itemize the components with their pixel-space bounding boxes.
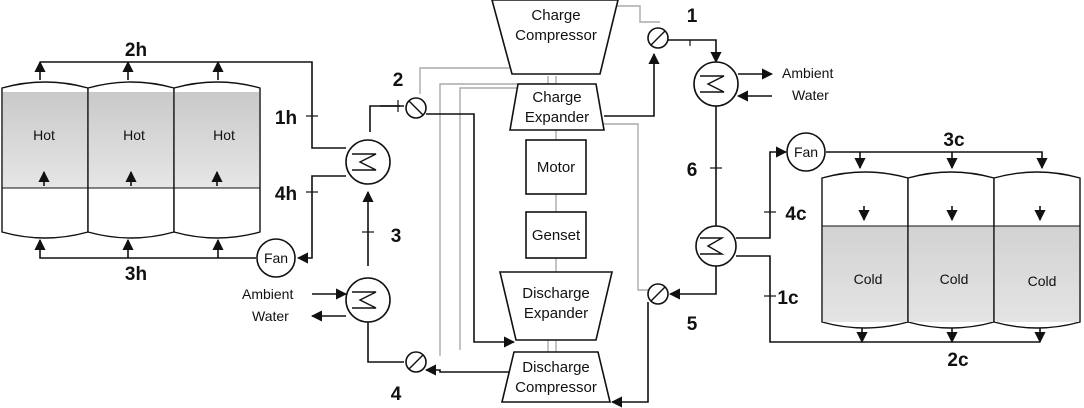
hot-tanks: Hot Hot Hot — [1, 81, 261, 239]
discharge-expander-label-1: Discharge — [522, 285, 590, 302]
heat-exchanger-ambient-right — [693, 61, 739, 107]
valve-5 — [647, 283, 669, 305]
state-label-2c: 2c — [947, 350, 969, 371]
genset-label: Genset — [532, 227, 581, 244]
state-label-5: 5 — [687, 314, 698, 335]
state-ticks — [306, 40, 776, 297]
fan-hot: Fan — [256, 238, 296, 278]
hot-tank-label: Hot — [123, 127, 145, 143]
state-label-1: 1 — [687, 6, 698, 27]
state-label-3c: 3c — [943, 130, 965, 151]
charge-compressor-label-1: Charge — [531, 7, 580, 24]
charge-compressor: Charge Compressor — [491, 0, 619, 75]
charge-compressor-label-2: Compressor — [515, 27, 597, 44]
cold-tank: Cold — [821, 171, 909, 329]
ambient-water-right-label-2: Water — [792, 87, 829, 103]
hot-tank-label: Hot — [33, 127, 55, 143]
cold-tanks: Cold Cold Cold — [821, 171, 1081, 329]
ambient-water-left: Ambient Water — [242, 286, 348, 324]
motor: Motor — [525, 139, 587, 195]
valve-4 — [405, 351, 427, 373]
state-label-3: 3 — [391, 226, 402, 247]
fan-cold-label: Fan — [794, 144, 818, 160]
discharge-compressor-label-1: Discharge — [522, 359, 590, 376]
heat-exchanger-cold — [695, 225, 737, 267]
discharge-expander-label-2: Expander — [524, 305, 588, 322]
charge-expander-label-1: Charge — [532, 89, 581, 106]
cold-tank: Cold — [907, 171, 995, 329]
working-fluid-piping — [362, 39, 722, 408]
heat-exchanger-hot — [345, 139, 391, 185]
cold-side-piping — [736, 146, 1048, 344]
state-label-1c: 1c — [777, 288, 799, 309]
hot-side-piping — [34, 60, 346, 264]
hot-tank: Hot — [87, 81, 175, 239]
hot-tank: Hot — [173, 81, 261, 239]
cold-tank-label: Cold — [940, 271, 969, 287]
state-label-3h: 3h — [125, 264, 147, 285]
hot-tank: Hot — [1, 81, 89, 239]
discharge-compressor: Discharge Compressor — [500, 351, 612, 403]
cold-tank: Cold — [993, 171, 1081, 329]
state-label-6: 6 — [687, 160, 698, 181]
ambient-water-left-label-2: Water — [252, 308, 289, 324]
hot-tank-label: Hot — [213, 127, 235, 143]
state-label-4h: 4h — [275, 184, 297, 205]
state-labels: 1 2 3 4 5 6 1h 2h 3h 4h 1c 2c 3c 4c — [125, 6, 969, 405]
valve-2 — [405, 97, 427, 119]
state-label-2h: 2h — [125, 40, 147, 61]
genset: Genset — [525, 211, 587, 259]
ambient-water-right-label-1: Ambient — [782, 65, 833, 81]
motor-label: Motor — [537, 159, 575, 176]
discharge-compressor-label-2: Compressor — [515, 379, 597, 396]
valve-1 — [647, 27, 669, 49]
fan-hot-label: Fan — [264, 250, 288, 266]
state-label-1h: 1h — [275, 108, 297, 129]
charge-expander-label-2: Expander — [525, 109, 589, 126]
cold-tank-label: Cold — [1028, 273, 1057, 289]
state-label-4: 4 — [391, 384, 402, 405]
ambient-water-left-label-1: Ambient — [242, 286, 293, 302]
fan-cold: Fan — [786, 132, 826, 172]
discharge-expander: Discharge Expander — [498, 271, 614, 341]
state-label-4c: 4c — [785, 204, 807, 225]
ambient-water-right: Ambient Water — [736, 65, 833, 103]
state-label-2: 2 — [393, 70, 404, 91]
cold-tank-label: Cold — [854, 271, 883, 287]
heat-exchanger-ambient-left — [345, 277, 391, 323]
charge-expander: Charge Expander — [509, 83, 605, 131]
